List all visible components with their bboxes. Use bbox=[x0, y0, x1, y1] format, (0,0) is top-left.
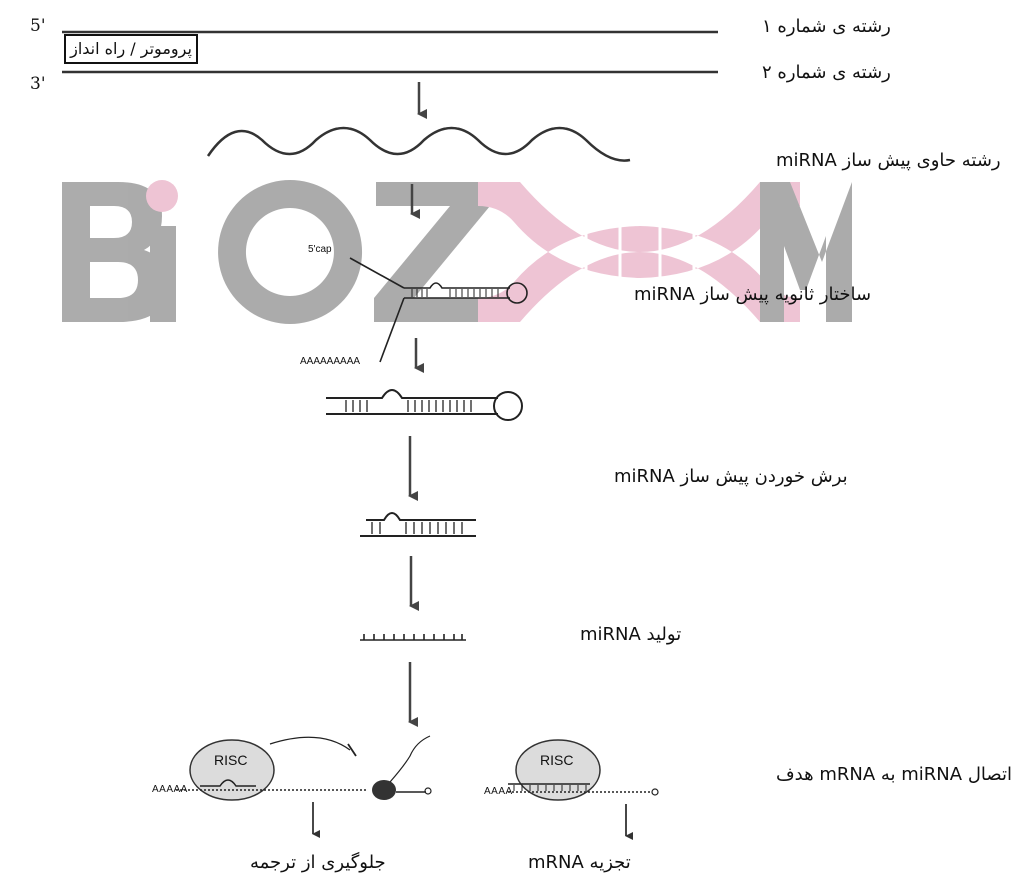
risc-complex-left bbox=[176, 735, 432, 801]
risc-right-label: RISC bbox=[540, 752, 574, 768]
strand-1-label: رشته ی شماره ۱ bbox=[762, 16, 891, 37]
step-pri-mirna-label: رشته حاوی پیش ساز miRNA bbox=[776, 150, 1001, 171]
polya-label: AAAAAAAAA bbox=[300, 356, 361, 367]
watermark-i-dot bbox=[146, 180, 178, 212]
risc-complex-right bbox=[508, 739, 659, 801]
watermark-letter-b bbox=[62, 182, 168, 322]
polya-right-label: AAAA bbox=[484, 786, 513, 797]
cap-label: 5'cap bbox=[308, 244, 332, 255]
step-secondary-structure-label: ساختار ثانویه پیش ساز miRNA bbox=[634, 284, 872, 305]
step-production-label: تولید miRNA bbox=[580, 624, 682, 645]
outcome-mrna-degradation: تجزیه mRNA bbox=[528, 852, 631, 873]
pre-mirna-hairpin bbox=[326, 389, 523, 421]
risc-left-label: RISC bbox=[214, 752, 248, 768]
strand-2-label: رشته ی شماره ۲ bbox=[762, 62, 891, 83]
watermark-letter-z bbox=[374, 182, 492, 322]
pri-mirna-hairpin bbox=[349, 257, 528, 363]
promoter-box: پروموتر / راه انداز bbox=[64, 34, 198, 64]
watermark-i-stem bbox=[150, 226, 176, 322]
outcome-translation-repression: جلوگیری از ترجمه bbox=[250, 852, 386, 873]
five-prime-label: 5' bbox=[30, 16, 46, 36]
step-cleavage-label: برش خوردن پیش ساز miRNA bbox=[614, 466, 848, 487]
watermark-helix-rungs bbox=[584, 200, 696, 304]
pri-mirna-wave bbox=[206, 126, 631, 162]
watermark-letter-m bbox=[760, 182, 852, 322]
mirna-duplex bbox=[360, 512, 476, 537]
step-binding-label: اتصال miRNA به mRNA هدف bbox=[776, 764, 1012, 785]
three-prime-label: 3' bbox=[30, 74, 46, 94]
watermark-letter-o bbox=[218, 180, 363, 324]
polya-left-label: AAAAA bbox=[152, 784, 188, 795]
mature-mirna bbox=[360, 634, 466, 641]
